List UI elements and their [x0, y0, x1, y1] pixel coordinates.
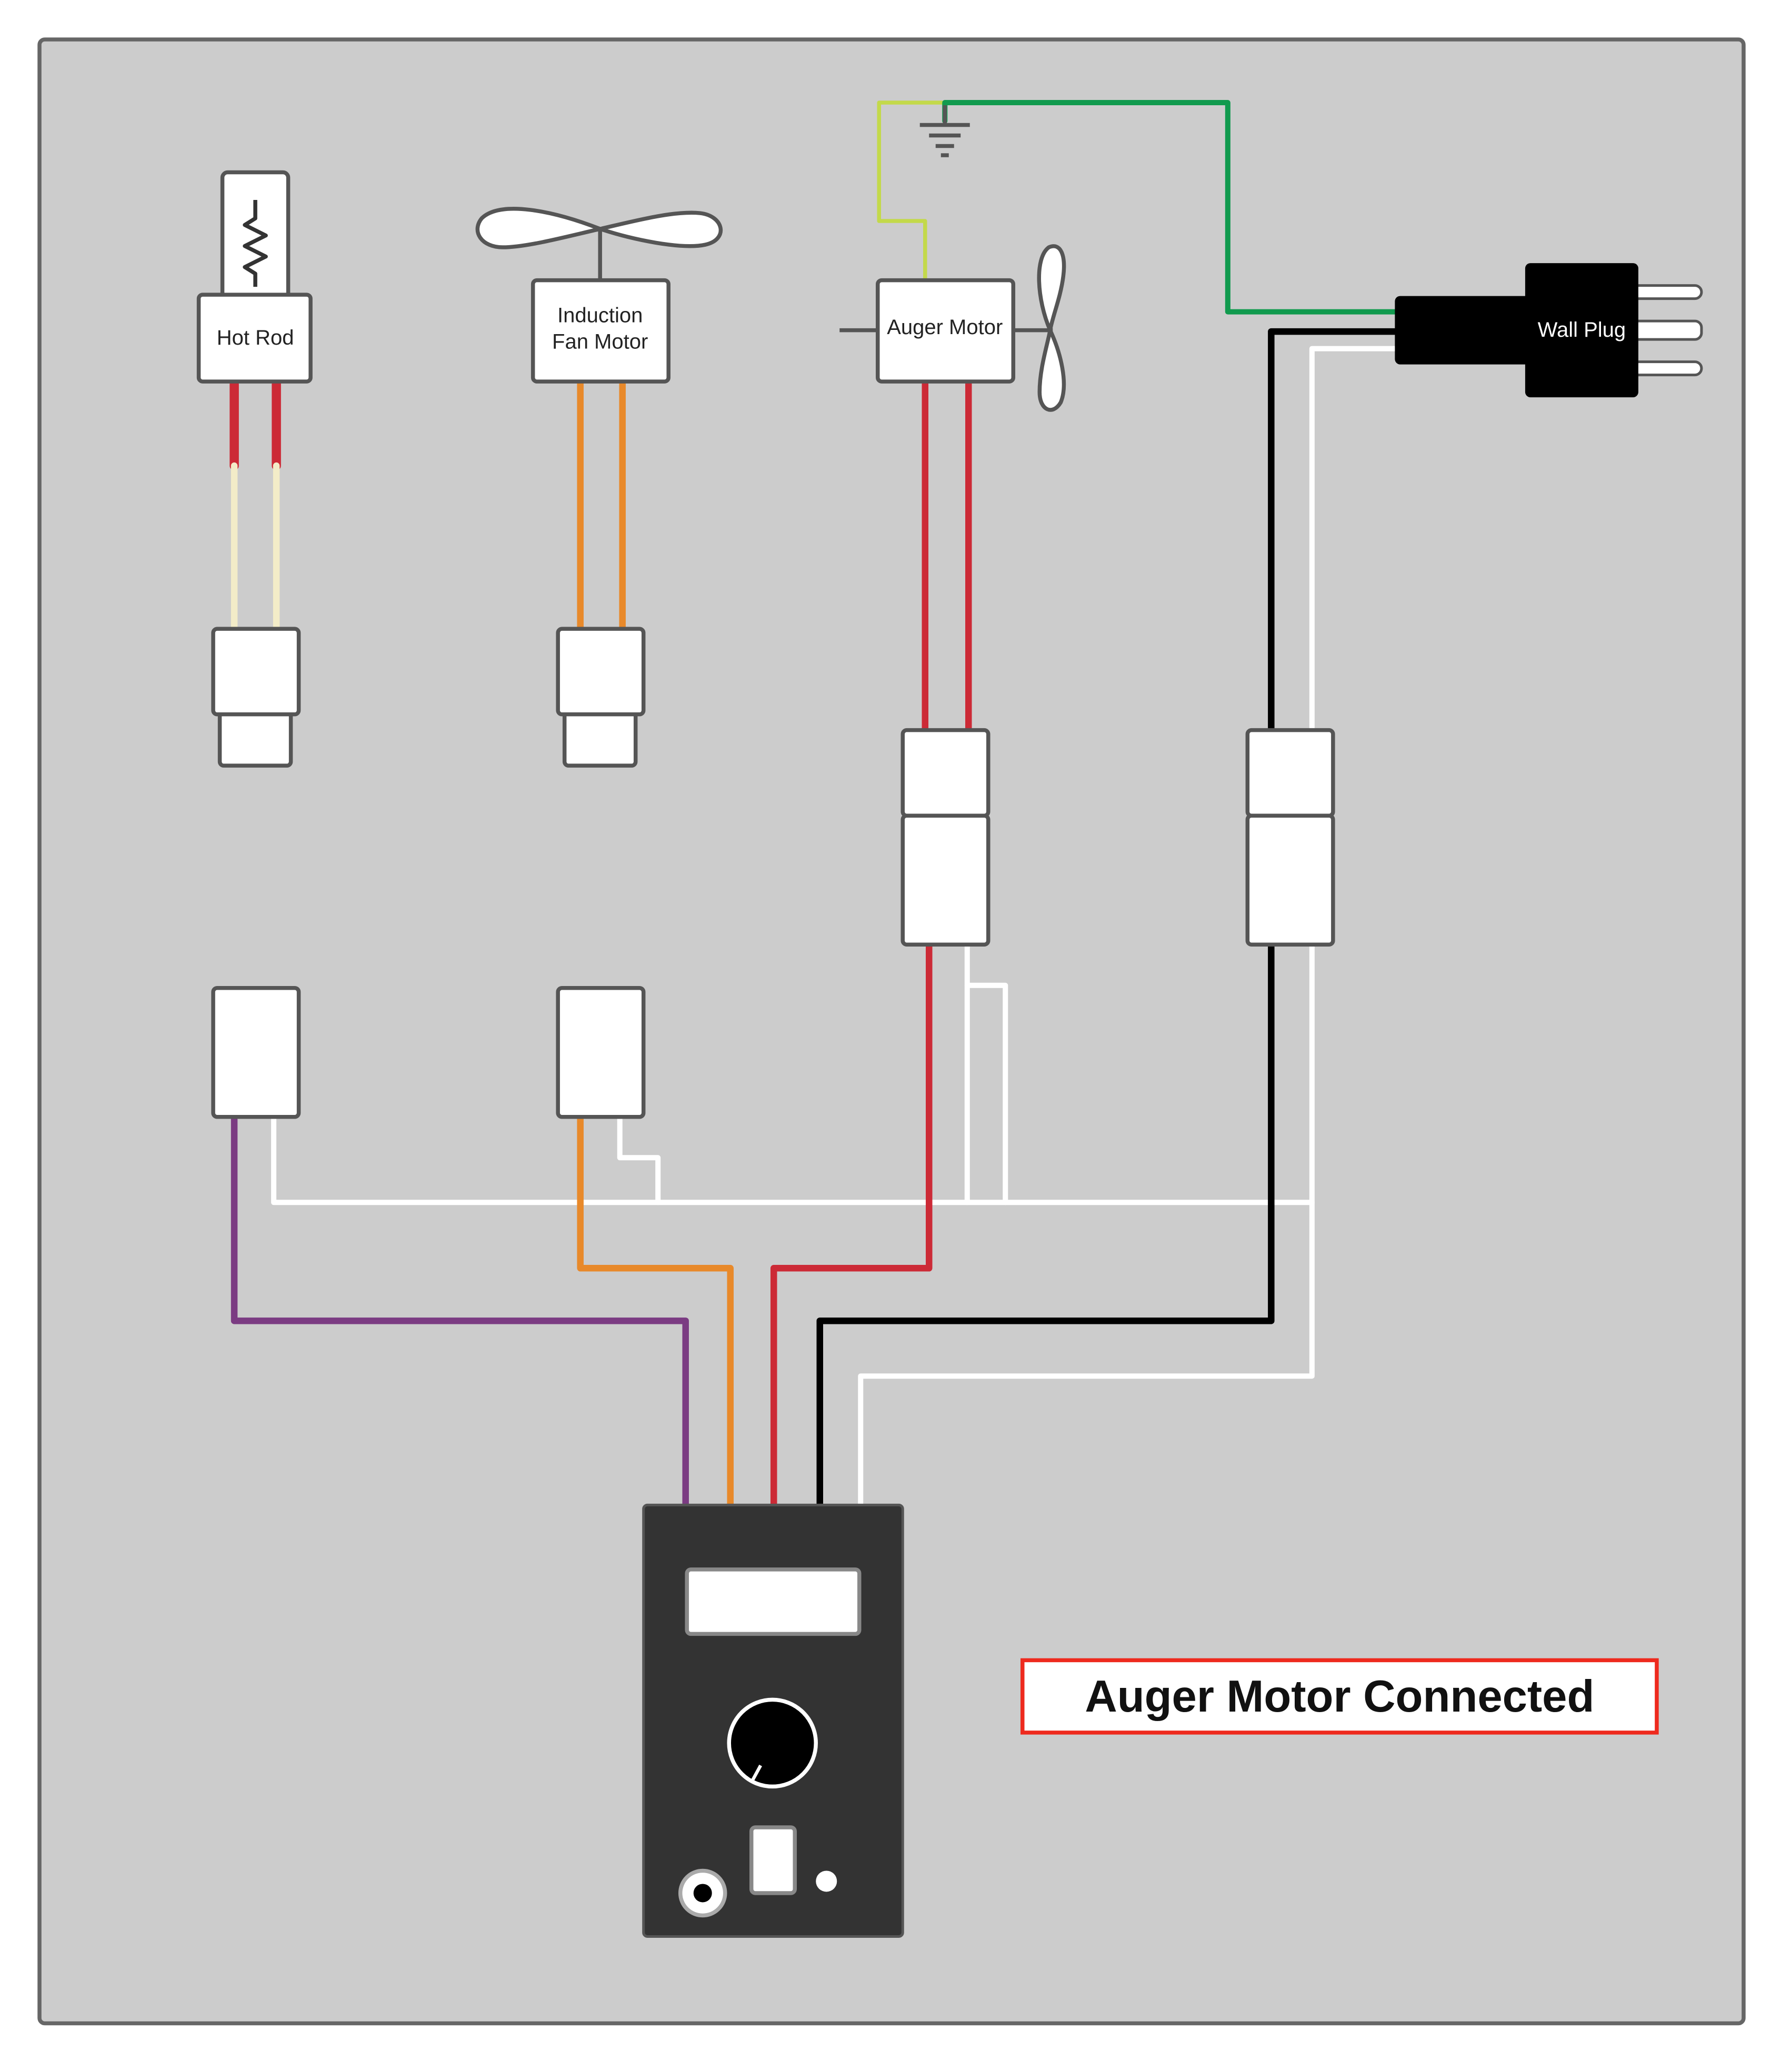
auger-fan-blade-icon [1037, 244, 1066, 412]
hot-rod-connector-plug [217, 709, 293, 768]
fan-motor-box [531, 278, 671, 384]
connectors [211, 627, 1335, 1119]
auger-red-wire [770, 942, 933, 1511]
hot-rod-connector-housing [211, 627, 301, 717]
plug-black-lead [1268, 328, 1401, 735]
hot-rod-purple-wire [231, 1113, 689, 1511]
fan-white-jumper [617, 1114, 661, 1205]
status-banner-text: Auger Motor Connected [1085, 1672, 1594, 1722]
ground-wire-yellow-green [877, 100, 945, 281]
plug-prong-top [1627, 284, 1703, 300]
fan-orange-wire [577, 1113, 734, 1511]
plug-white-lead [1309, 346, 1400, 735]
hot-rod-harness-connector [211, 985, 301, 1119]
ground-symbol-icon [919, 105, 970, 157]
auger-motor: Auger Motor [839, 105, 1066, 412]
fan-motor-label-line2: Fan Motor [552, 330, 648, 354]
hot-rod-label: Hot Rod [217, 326, 294, 349]
auger-connector-top [900, 728, 990, 818]
fan-harness-connector [556, 985, 646, 1119]
plug-prong-bottom [1627, 360, 1703, 377]
panel-background [37, 37, 1746, 2026]
resistor-icon [243, 200, 268, 287]
induction-fan-motor: Induction Fan Motor [475, 207, 723, 384]
line-white-wire [858, 943, 1315, 1511]
fan-connector-plug [562, 709, 638, 768]
line-connector-top [1245, 728, 1335, 818]
status-banner-box [1020, 1658, 1659, 1735]
line-black-wire [816, 942, 1275, 1511]
plug-cord-housing [1395, 296, 1535, 365]
auger-motor-box [875, 278, 1016, 384]
controller-dial-knob[interactable] [727, 1697, 818, 1789]
wall-plug: Wall Plug [1395, 263, 1703, 398]
controller-dial-indicator [751, 1764, 762, 1781]
controller [642, 1503, 904, 1938]
wall-plug-label: Wall Plug [1538, 318, 1626, 341]
fan-motor-label-line1: Induction [557, 304, 643, 327]
hot-rod: Hot Rod [196, 170, 313, 384]
wires [229, 100, 1401, 1511]
controller-indicator-led [816, 1870, 837, 1892]
controller-display [685, 1567, 862, 1636]
line-connector-bottom [1245, 813, 1335, 947]
auger-motor-label: Auger Motor [887, 316, 1003, 339]
controller-probe-jack-inner[interactable] [693, 1884, 712, 1903]
auger-white-jumper-b [964, 982, 1008, 1205]
plug-body [1525, 263, 1638, 398]
controller-power-switch[interactable] [749, 1825, 797, 1895]
fan-connector-housing [556, 627, 646, 717]
status-banner: Auger Motor Connected [1020, 1658, 1659, 1735]
hot-rod-box [196, 293, 313, 384]
plug-prong-middle [1627, 319, 1703, 341]
auger-connector-bottom [900, 813, 990, 947]
